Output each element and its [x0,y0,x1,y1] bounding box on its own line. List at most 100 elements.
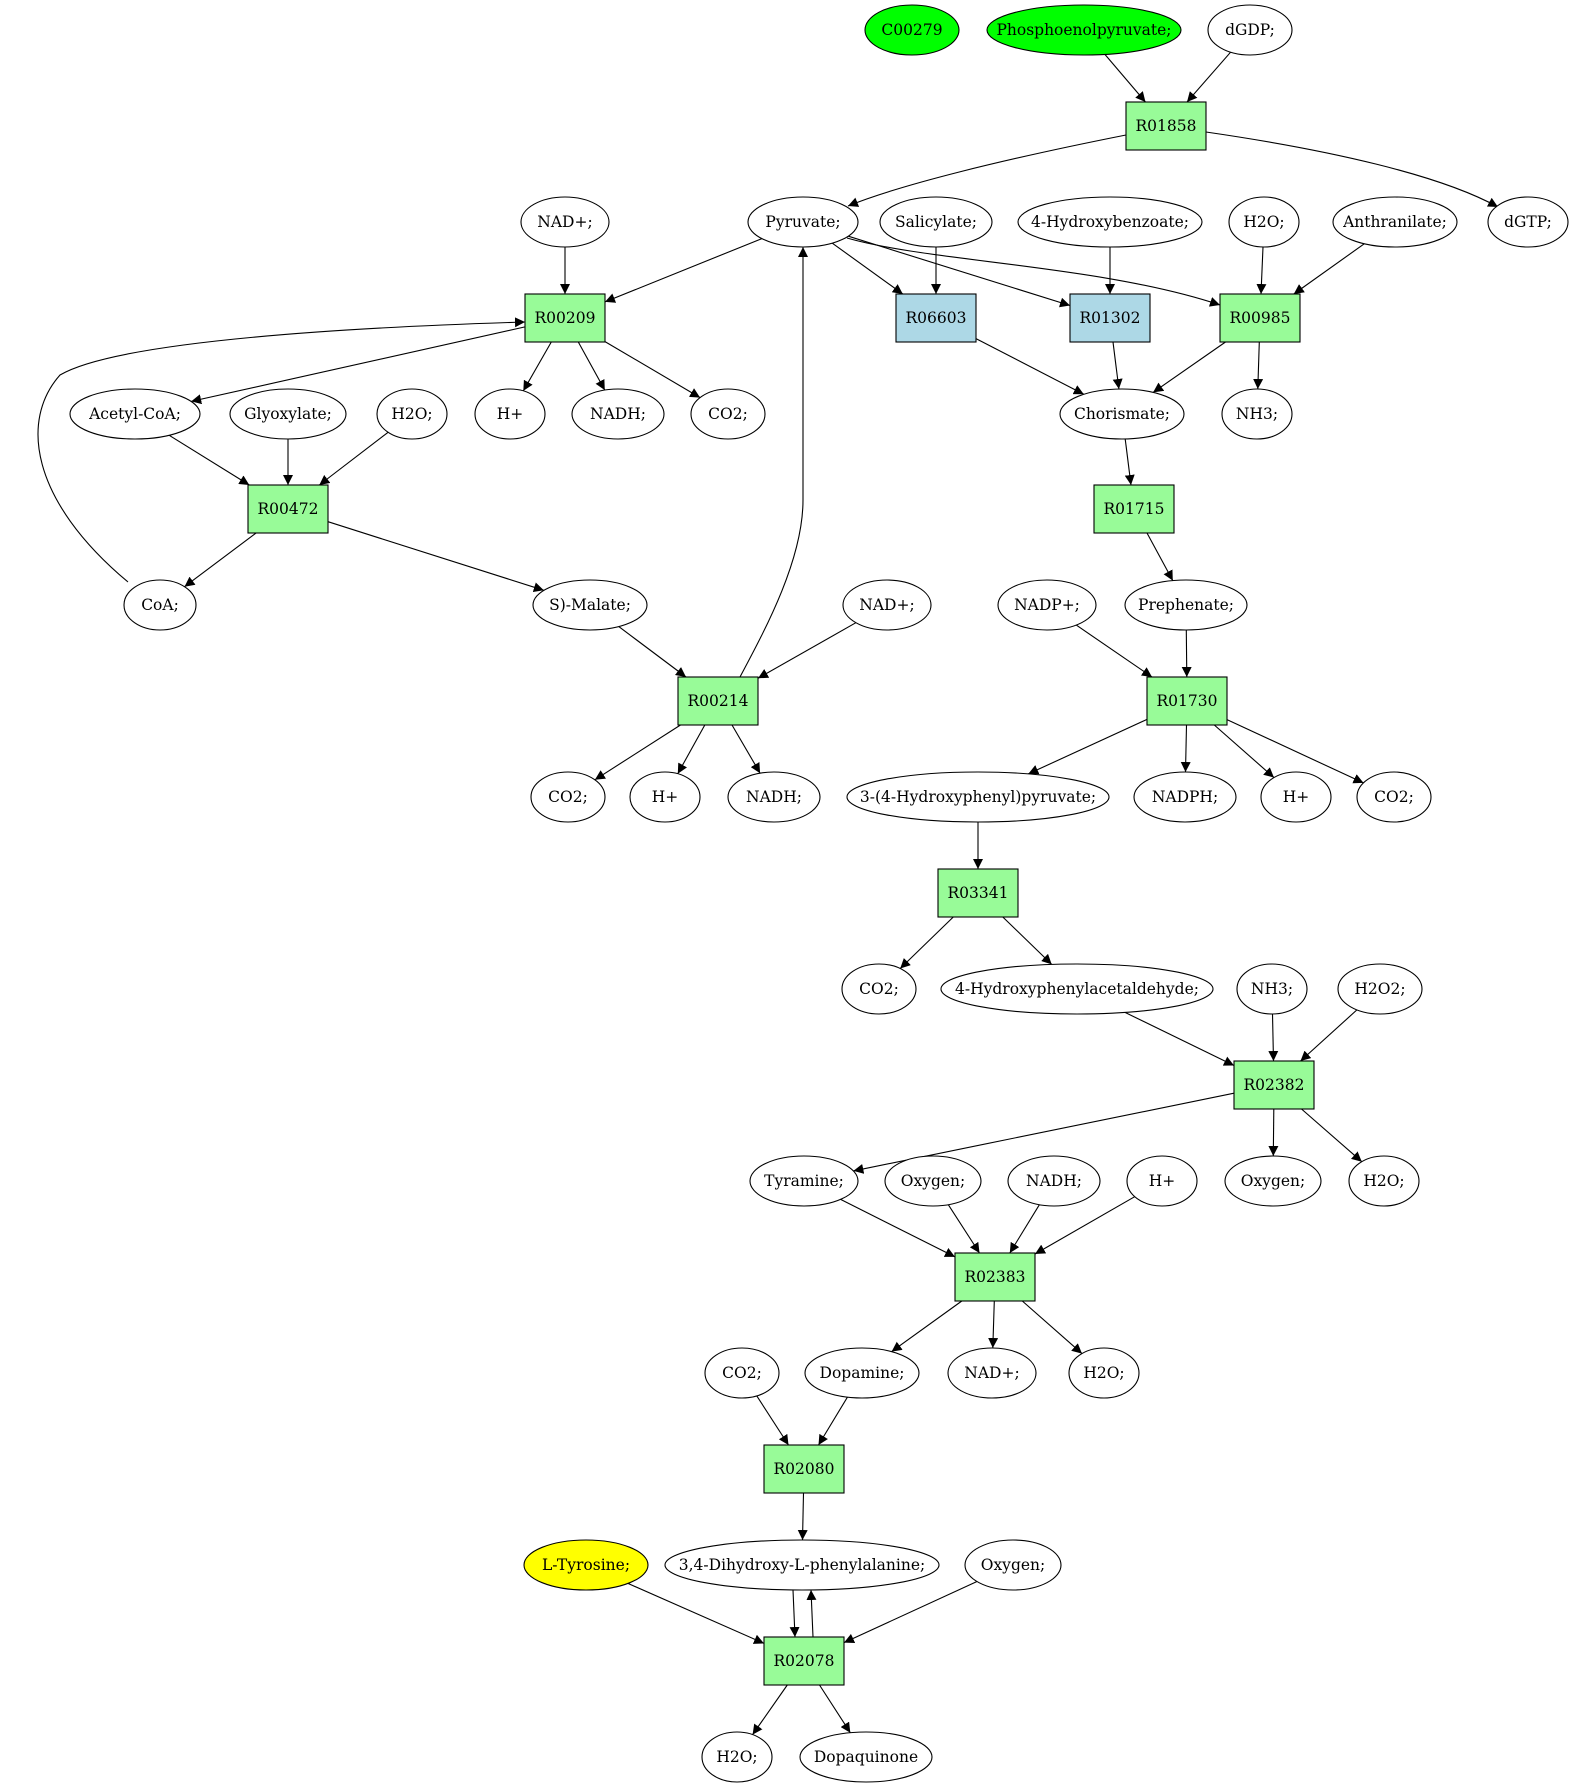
reaction-box [247,484,329,534]
edge-chorismate-to-R01715 [1124,438,1135,486]
node-label: Dopamine; [820,1364,905,1382]
reaction-box [1233,1060,1315,1110]
reaction-box [1219,293,1301,343]
reaction-node-r02078: R02078 [763,1636,845,1686]
reaction-node-r00985: R00985 [1219,293,1301,343]
compound-node-glyoxylate: Glyoxylate; [229,388,347,440]
compound-ellipse [997,579,1097,631]
edge-R00209-to-co2_a [604,341,701,399]
edge-R03341-to-co2_d [899,916,954,969]
compound-node-co2_a: CO2; [690,388,766,440]
reaction-node-r01302: R01302 [1069,293,1151,343]
reaction-box [763,1444,845,1494]
reaction-node-r01730: R01730 [1146,676,1228,726]
compound-ellipse [846,771,1110,823]
compound-ellipse [69,388,201,440]
reaction-box [1093,484,1175,534]
compound-ellipse [1337,963,1423,1015]
compound-ellipse [701,1731,773,1783]
node-label: R00985 [1230,309,1291,327]
compound-node-pep: Phosphoenolpyruvate; [986,4,1182,56]
compound-node-hpaa: 4-Hydroxyphenylacetaldehyde; [940,963,1214,1015]
compound-node-nadh1: NADH; [571,388,665,440]
reaction-box [954,1252,1036,1302]
compound-ellipse [1348,1155,1420,1207]
edge-h2o_top-to-R00985 [1256,246,1267,295]
compound-node-tyramine: Tyramine; [749,1155,859,1207]
edge-R02382-to-oxygen2 [1268,1108,1279,1157]
node-label: R00472 [258,500,319,518]
edge-co2_e-to-R02080 [756,1395,789,1446]
compound-node-acetylcoa: Acetyl-CoA; [69,388,201,440]
compound-node-nadph: NADPH; [1133,771,1237,823]
compound-ellipse [747,196,859,248]
node-label: H2O; [1243,213,1284,231]
node-label: Acetyl-CoA; [88,405,181,423]
edge-ltyrosine-to-R02078 [627,1582,765,1644]
compound-ellipse [523,1539,649,1591]
edge-R01858-to-dgtp [1205,131,1499,208]
compound-ellipse [1332,196,1458,248]
compound-node-chorismate: Chorismate; [1059,388,1185,440]
reaction-node-r01858: R01858 [1125,101,1207,151]
compound-node-co2_d: CO2; [841,963,917,1015]
compound-node-nh3_b: NH3; [1236,963,1308,1015]
reaction-node-r02383: R02383 [954,1252,1036,1302]
node-label: CO2; [708,405,748,423]
reaction-box [1146,676,1228,726]
node-label: H2O; [1363,1172,1404,1190]
node-label: Anthranilate; [1342,213,1447,231]
edge-R01730-to-nadph [1180,724,1191,773]
reaction-box [763,1636,845,1686]
node-label: CO2; [1374,788,1414,806]
compound-node-nadh3: NADH; [1007,1155,1101,1207]
node-label: NH3; [1236,405,1278,423]
node-label: NAD+; [859,596,914,614]
edge-tyramine-to-R02383 [840,1198,956,1258]
compound-node-nad2: NAD+; [842,579,932,631]
compound-node-c00279: C00279 [864,4,960,56]
compound-ellipse [474,388,546,440]
reaction-box [1125,101,1207,151]
node-label: CO2; [548,788,588,806]
edge-R02383-to-h2o_d [1021,1300,1083,1355]
compound-node-salicylate: Salicylate; [879,196,993,248]
reaction-node-r00209: R00209 [524,293,606,343]
compound-ellipse [841,963,917,1015]
compound-ellipse [690,388,766,440]
node-label: C00279 [881,21,942,39]
edge-R01858-to-pyruvate [847,134,1127,207]
compound-ellipse [842,579,932,631]
compound-ellipse [1068,1347,1140,1399]
compound-node-ltyrosine: L-Tyrosine; [523,1539,649,1591]
compound-node-oxygen1: Oxygen; [884,1155,982,1207]
compound-node-h2o_top: H2O; [1228,196,1300,248]
compound-ellipse [864,4,960,56]
compound-node-nadh2: NADH; [727,771,821,823]
edge-pyruvate-to-R00209 [604,238,763,303]
reaction-node-r06603: R06603 [895,293,977,343]
compound-node-anthranilate: Anthranilate; [1332,196,1458,248]
node-label: Oxygen; [901,1172,966,1190]
edge-pyruvate-to-R06603 [831,242,904,295]
node-label: R02078 [774,1652,835,1670]
node-label: H+ [652,788,679,806]
compound-node-co2_e: CO2; [704,1347,780,1399]
compound-node-h2o_e: H2O; [701,1731,773,1783]
node-label: NADH; [1026,1172,1082,1190]
compound-node-smalate: S)-Malate; [532,579,648,631]
compound-ellipse [704,1347,780,1399]
node-label: NADP+; [1014,596,1080,614]
edge-dopa-to-R02078 [789,1589,800,1638]
edge-R02078-to-dopa [806,1589,817,1638]
compound-node-pyruvate: Pyruvate; [747,196,859,248]
reaction-box [895,293,977,343]
node-label: R06603 [906,309,967,327]
edge-R00472-to-smalate [327,521,544,593]
compound-ellipse [986,4,1182,56]
node-label: R01715 [1104,500,1165,518]
reaction-box [677,676,759,726]
node-label: dGDP; [1225,21,1275,39]
node-label: Prephenate; [1138,596,1234,614]
